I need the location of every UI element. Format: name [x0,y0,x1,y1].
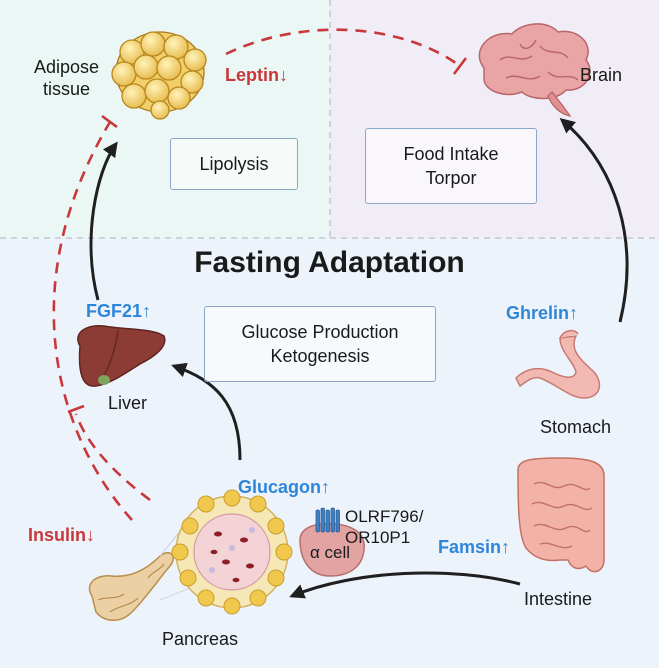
lipolysis-box: Lipolysis [170,138,298,190]
adipose-tissue-label: Adipose tissue [34,57,100,99]
adipose-cells-icon [111,31,207,120]
glucagon-label: Glucagon↑ [238,477,331,497]
stomach-icon [515,329,601,399]
arrow-intestine-to-islet [289,571,521,599]
diagram-title: Fasting Adaptation [194,246,465,279]
glucose-production-ketogenesis-box: Glucose Production Ketogenesis [204,306,436,382]
inhibit-pancreas-to-adipose [52,121,133,521]
inhibit-bar-liver [67,404,85,414]
liver-icon [77,324,166,387]
arrow-stomach-to-brain [559,118,629,323]
insulin-label: Insulin↓ [28,525,95,545]
inhibit-pancreas-to-liver [74,413,151,502]
inhibit-bar-brain [452,57,468,75]
inhibit-bar-adipose [101,114,118,129]
famsin-label: Famsin↑ [438,537,511,557]
intestine-label: Intestine [524,589,593,609]
pancreas-label: Pancreas [162,629,239,649]
islet-icon [171,489,293,615]
intestine-icon [517,457,605,573]
arrow-pancreas-to-liver [171,362,242,461]
arrow-liver-to-adipose [89,141,118,301]
brain-label: Brain [580,65,623,85]
alpha-cell-label: α cell [310,543,351,562]
food-intake-torpor-box: Food Intake Torpor [365,128,537,204]
inhibit-adipose-to-brain [225,28,461,68]
liver-label: Liver [108,393,148,413]
receptor-label: OLRF796/ OR10P1 [345,507,424,547]
ghrelin-label: Ghrelin↑ [506,303,579,323]
receptor-icon [315,507,340,533]
stomach-label: Stomach [540,417,612,437]
leptin-label: Leptin↓ [225,65,288,85]
fgf21-label: FGF21↑ [86,301,152,321]
brain-icon [478,23,591,117]
